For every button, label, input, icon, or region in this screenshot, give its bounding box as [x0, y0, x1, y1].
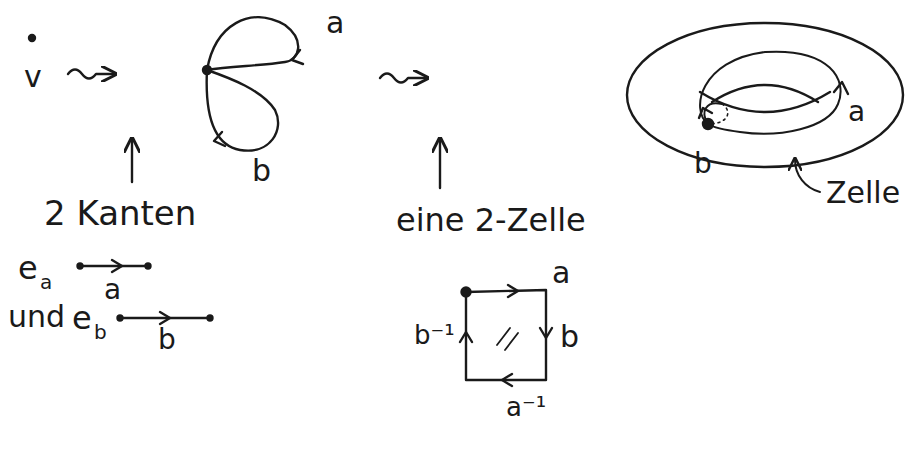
loop-b	[207, 70, 278, 151]
torus-outline	[627, 23, 903, 167]
arrow-head	[160, 312, 170, 324]
edge-label: b	[694, 150, 712, 178]
leader-line	[795, 160, 820, 192]
arrow-head	[834, 82, 848, 94]
annotation: e	[18, 252, 38, 284]
edge-label: a	[104, 276, 121, 304]
arrow-head	[502, 374, 512, 386]
loop-a	[700, 52, 841, 134]
edge-label: a⁻¹	[506, 394, 546, 420]
squiggle-arrow	[68, 70, 114, 79]
arrow-head	[460, 332, 472, 342]
torus-hole	[712, 85, 818, 102]
torus-hole	[700, 92, 830, 112]
arrow-head	[292, 50, 303, 64]
edge-label: b	[252, 156, 271, 186]
annotation: eine 2-Zelle	[396, 204, 586, 236]
edge-segment	[80, 265, 148, 267]
arrow-head	[540, 328, 552, 338]
pointer-arrow	[131, 140, 133, 182]
arrow-head	[508, 285, 518, 297]
annotation: und	[8, 302, 65, 332]
squiggle-arrow	[380, 74, 426, 83]
subscript: b	[94, 322, 107, 342]
hatching	[497, 328, 518, 350]
edge-label: a	[326, 8, 344, 38]
subscript: a	[40, 272, 52, 292]
edge-label: b	[560, 322, 579, 352]
edge-label: a	[552, 258, 570, 288]
annotation: Zelle	[826, 178, 900, 208]
vertex-label: v	[24, 62, 42, 92]
pointer-arrow	[439, 140, 441, 188]
square-cell	[466, 290, 546, 380]
arrow-head	[112, 260, 122, 272]
vertex-dot	[29, 35, 35, 41]
annotation: e	[72, 302, 92, 334]
edge-label: b⁻¹	[414, 322, 455, 348]
loop-a	[207, 17, 298, 70]
edge-label: a	[848, 98, 865, 126]
edge-segment	[120, 317, 210, 319]
arrow-head	[214, 132, 225, 146]
annotation: 2 Kanten	[44, 196, 196, 230]
edge-label: b	[158, 326, 176, 354]
arrow-head	[699, 108, 712, 118]
